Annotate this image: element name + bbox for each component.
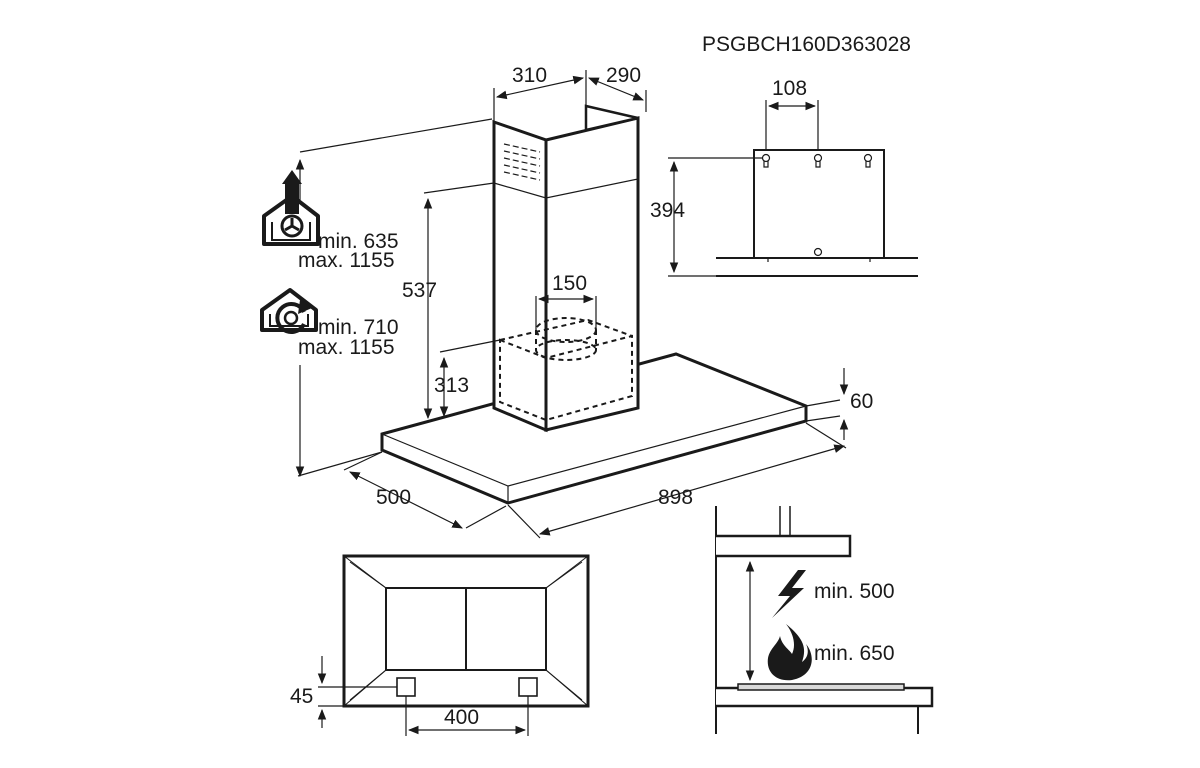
vent-grille: [503, 143, 541, 181]
hood-iso-view: 310 290 150 537 313: [260, 64, 873, 539]
keyhole-slots: [761, 153, 873, 257]
recirculation-mode-group: min. 710 max. 1155: [260, 288, 399, 359]
hood-bottom-view: 45 400: [290, 554, 590, 736]
recirculation-max-label: max. 1155: [298, 336, 395, 359]
chimney-lower-height-value: 537: [402, 279, 437, 302]
filter-box-height-value: 313: [434, 374, 469, 397]
extraction-house-icon: [262, 170, 320, 246]
overall-height-dimension: [295, 118, 493, 478]
lightning-icon: [772, 570, 806, 618]
hood-depth-value: 500: [376, 486, 411, 509]
recirculation-min-label: min. 710: [318, 316, 399, 339]
hood-thickness-dimension: 60: [805, 368, 873, 440]
flame-icon: [767, 624, 812, 681]
bracket-hole-spacing-value: 108: [772, 77, 807, 100]
bottom-edge-offset-value: 45: [290, 685, 313, 708]
clearance-side-view: min. 500 min. 650: [715, 506, 934, 734]
hood-depth-dimension: 500: [343, 451, 507, 529]
wall-bracket-view: 108 394: [650, 77, 918, 277]
chimney: [492, 104, 640, 433]
bracket-height-value: 394: [650, 199, 685, 222]
filter-spacing-value: 400: [444, 706, 479, 729]
chimney-width-value: 310: [512, 64, 547, 87]
outlet-diameter-dimension: 150: [535, 272, 597, 330]
hood-width-dimension: 898: [507, 422, 847, 539]
filter-clip-right: [518, 677, 538, 697]
extraction-max-label: max. 1155: [298, 249, 395, 272]
gas-clearance-label: min. 650: [814, 642, 895, 665]
recirculation-house-icon: [260, 288, 318, 334]
extraction-mode-group: min. 635 max. 1155: [262, 170, 399, 272]
hood-width-value: 898: [658, 486, 693, 509]
chimney-lower-height-dimension: 537: [402, 182, 495, 420]
filter-clip-left: [396, 677, 416, 697]
outlet-diameter-value: 150: [552, 272, 587, 295]
filter-box-height-dimension: 313: [434, 339, 501, 418]
hood-thickness-value: 60: [850, 390, 873, 413]
chimney-size-dimensions: 310 290: [493, 64, 647, 122]
chimney-depth-value: 290: [606, 64, 641, 87]
extraction-min-label: min. 635: [318, 230, 399, 253]
electric-clearance-label: min. 500: [814, 580, 895, 603]
product-code: PSGBCH160D363028: [702, 33, 911, 56]
